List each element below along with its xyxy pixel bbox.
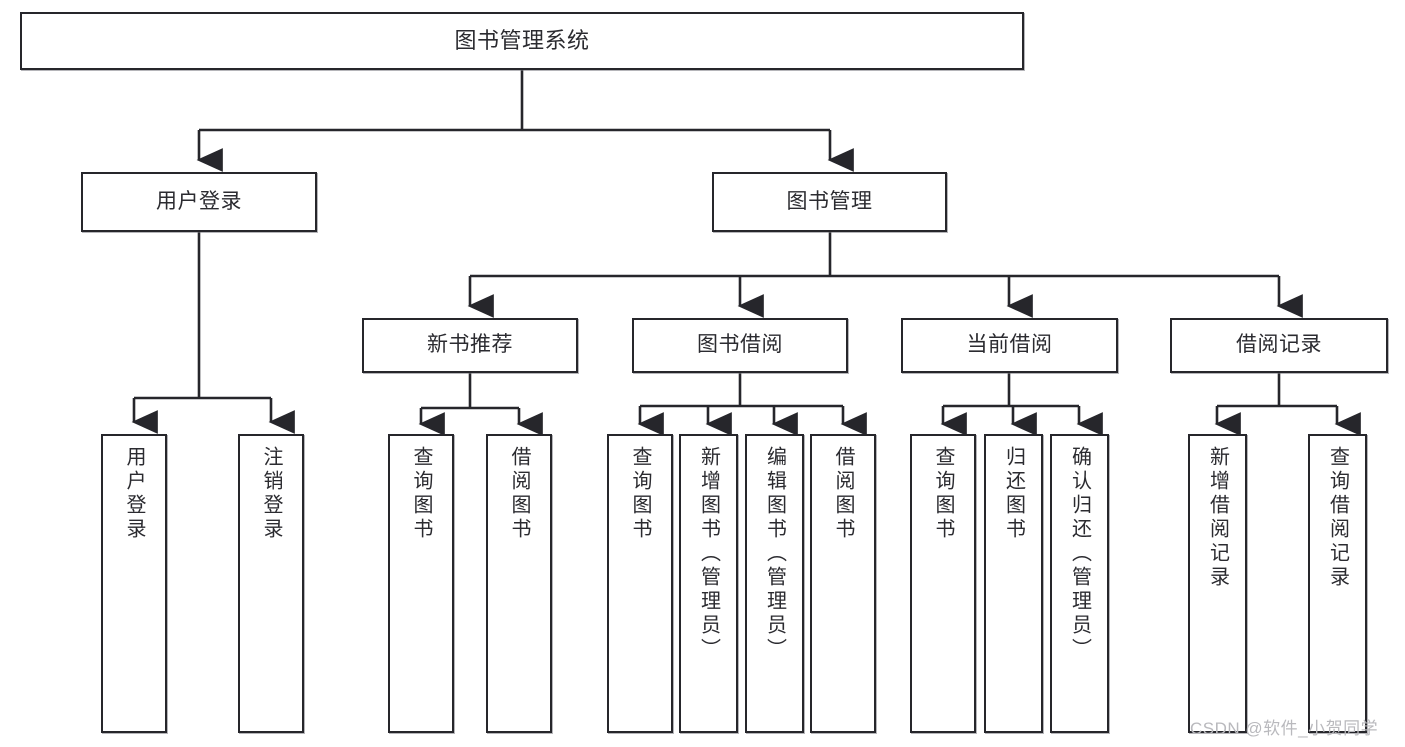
node-leaf-add-borrow-record[interactable]: 新增借阅记录	[1188, 434, 1247, 733]
node-label: 借阅记录	[1236, 333, 1322, 357]
node-label: 借阅图书	[832, 446, 854, 542]
node-leaf-edit-book-admin[interactable]: 编辑图书（管理员）	[745, 434, 804, 733]
node-label: 图书管理	[786, 189, 873, 213]
node-leaf-add-book-admin[interactable]: 新增图书（管理员）	[679, 434, 738, 733]
node-level3-borrow-record[interactable]: 借阅记录	[1170, 318, 1388, 373]
node-label: 新增图书（管理员）	[697, 446, 720, 662]
node-label: 注销登录	[260, 446, 282, 542]
node-label: 新增借阅记录	[1206, 446, 1229, 590]
node-leaf-return-book[interactable]: 归还图书	[984, 434, 1043, 733]
node-label: 确认归还（管理员）	[1068, 446, 1091, 662]
node-leaf-query-borrow-record[interactable]: 查询借阅记录	[1308, 434, 1367, 733]
node-leaf-user-login[interactable]: 用户登录	[101, 434, 167, 733]
node-root[interactable]: 图书管理系统	[20, 12, 1024, 70]
node-label: 用户登录	[123, 446, 145, 542]
node-label: 编辑图书（管理员）	[763, 446, 786, 662]
node-leaf-logout[interactable]: 注销登录	[238, 434, 304, 733]
node-label: 当前借阅	[966, 333, 1053, 357]
node-leaf-confirm-return-admin[interactable]: 确认归还（管理员）	[1050, 434, 1109, 733]
node-label: 图书管理系统	[454, 28, 590, 54]
node-label: 查询图书	[410, 446, 432, 542]
node-leaf-borrow-book-recommend[interactable]: 借阅图书	[486, 434, 552, 733]
node-label: 归还图书	[1002, 446, 1025, 542]
node-level3-current-borrow[interactable]: 当前借阅	[901, 318, 1118, 373]
node-label: 查询借阅记录	[1326, 446, 1349, 590]
node-label: 查询图书	[629, 446, 651, 542]
node-leaf-borrow-book[interactable]: 借阅图书	[810, 434, 876, 733]
node-leaf-query-book-borrow[interactable]: 查询图书	[607, 434, 673, 733]
node-leaf-query-book-recommend[interactable]: 查询图书	[388, 434, 454, 733]
node-label: 查询图书	[932, 446, 954, 542]
node-level2-book-management[interactable]: 图书管理	[712, 172, 947, 232]
node-label: 借阅图书	[508, 446, 530, 542]
node-level3-book-borrow[interactable]: 图书借阅	[632, 318, 848, 373]
node-leaf-query-book-current[interactable]: 查询图书	[910, 434, 976, 733]
node-label: 图书借阅	[697, 333, 783, 357]
node-label: 新书推荐	[427, 333, 513, 357]
node-level2-user-login[interactable]: 用户登录	[81, 172, 317, 232]
node-level3-new-book-recommend[interactable]: 新书推荐	[362, 318, 578, 373]
node-label: 用户登录	[156, 189, 242, 213]
